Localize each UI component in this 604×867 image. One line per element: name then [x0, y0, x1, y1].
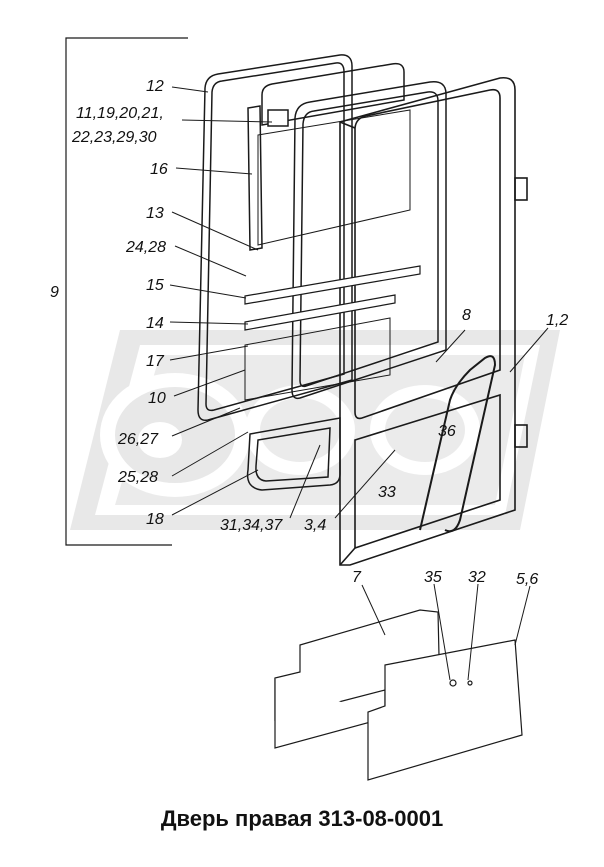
callout-33: 33	[378, 484, 396, 501]
glass-panel-13	[257, 109, 411, 246]
callout-35: 35	[424, 569, 442, 586]
callout-25: 25,28	[117, 469, 158, 486]
trim-panel-5-6	[367, 639, 523, 781]
callout-7: 7	[352, 569, 362, 586]
callout-5: 5,6	[516, 571, 538, 588]
callout-9: 9	[50, 284, 59, 301]
callout-8: 8	[462, 307, 471, 324]
rear-frame-12	[197, 54, 353, 422]
middle-frame	[247, 62, 405, 251]
callout-24: 24,28	[125, 239, 166, 256]
guide-rails	[244, 265, 421, 331]
callout-1: 1,2	[546, 312, 568, 329]
callout-32: 32	[468, 569, 486, 586]
diagram-caption: Дверь правая 313-08-0001	[160, 806, 444, 831]
assembly-bracket	[65, 37, 188, 546]
callout-16: 16	[150, 161, 168, 178]
callout-14: 14	[146, 315, 164, 332]
lower-seal-18	[246, 417, 341, 491]
callout-15: 15	[146, 277, 164, 294]
callout-13: 13	[146, 205, 164, 222]
callout-17: 17	[146, 353, 165, 370]
callout-11: 11,19,20,21,	[76, 105, 164, 122]
callout-31: 31,34,37	[220, 517, 283, 534]
handle-8	[419, 355, 497, 533]
callout-18: 18	[146, 511, 164, 528]
callout-36: 36	[438, 423, 456, 440]
callout-26: 26,27	[117, 431, 159, 448]
callout-10: 10	[148, 390, 166, 407]
lower-glass-17	[244, 317, 391, 401]
callout-22: 22,23,29,30	[71, 129, 157, 146]
outer-door-frame	[339, 76, 528, 566]
callouts: 9 12 11,19,20,21, 22,23,29,30 16 13 24,2…	[50, 78, 568, 588]
callout-12: 12	[146, 78, 164, 95]
leader-lines	[169, 86, 549, 681]
callout-3: 3,4	[304, 517, 326, 534]
